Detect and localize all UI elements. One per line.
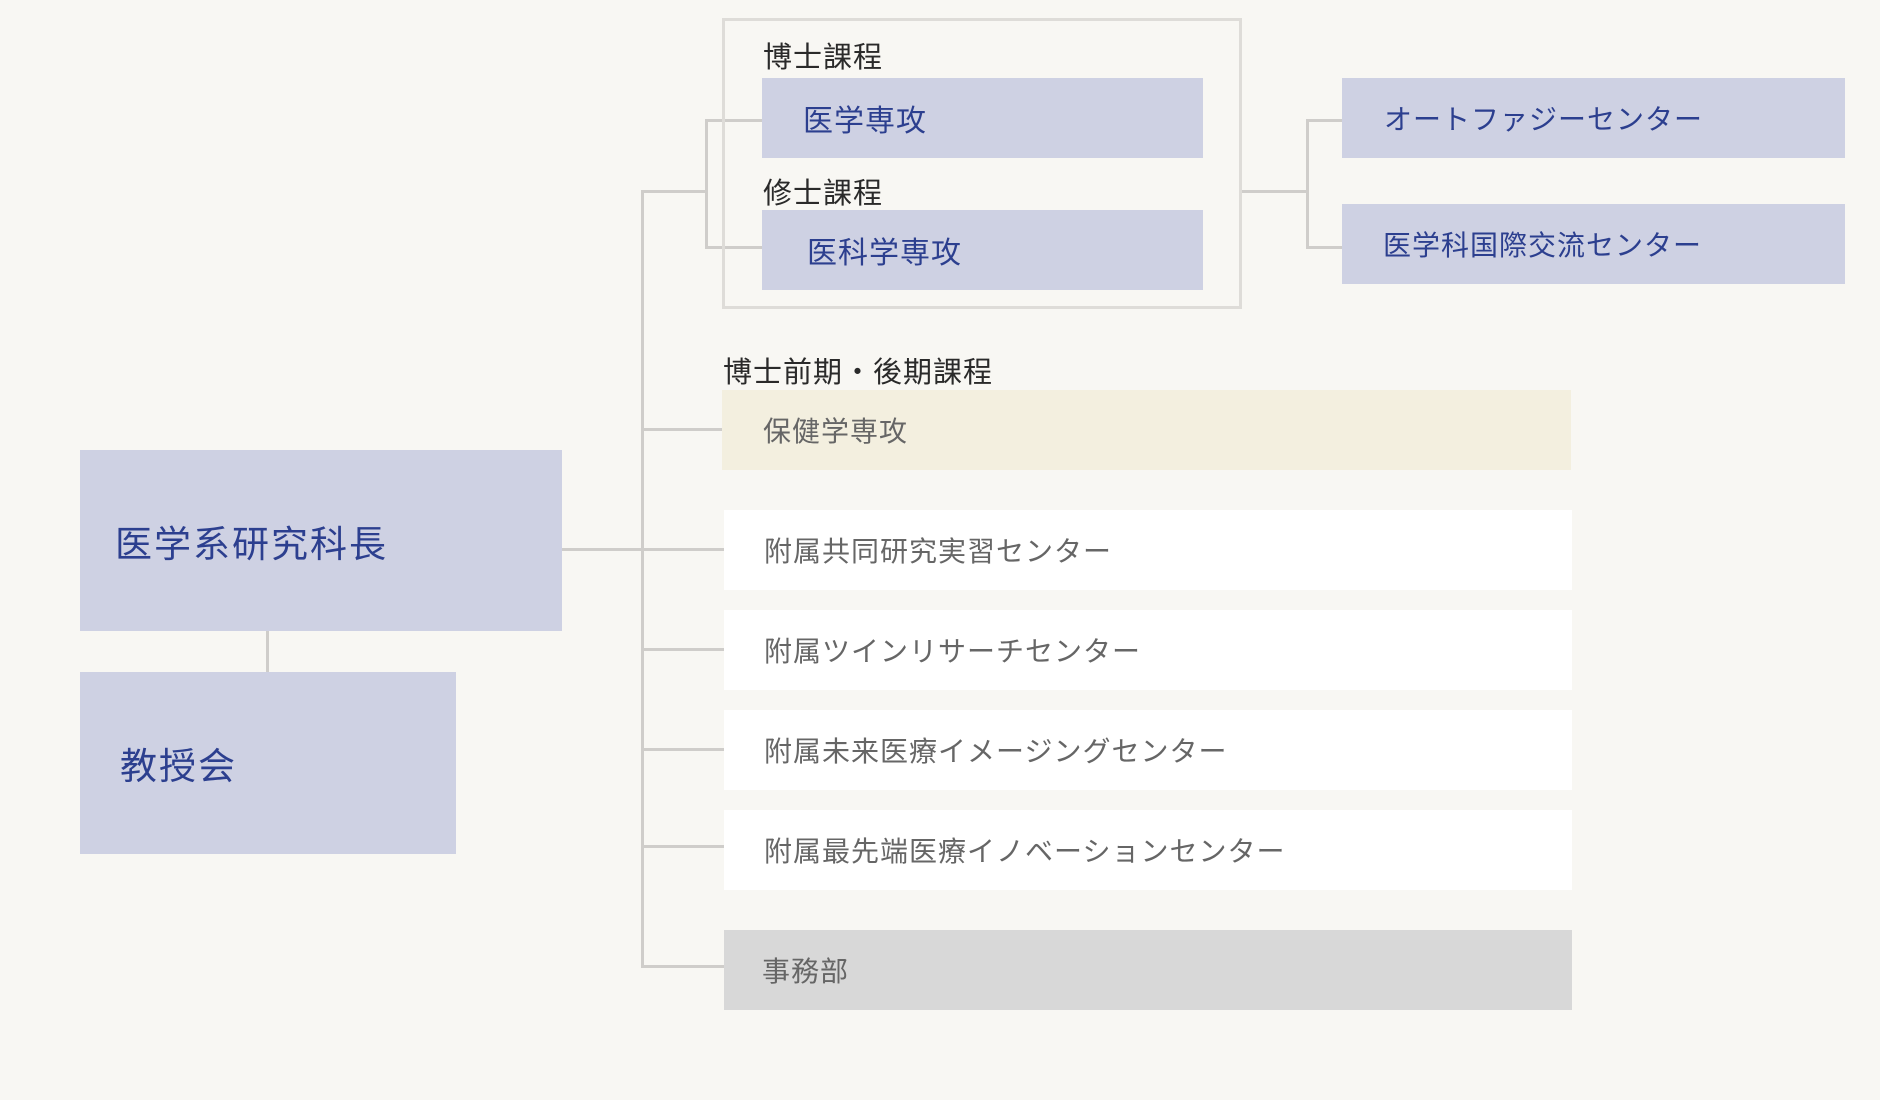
dean-box: 医学系研究科長 xyxy=(80,450,562,631)
health-major-label: 保健学専攻 xyxy=(763,415,909,448)
connector-branch-international xyxy=(1306,246,1342,249)
international-center-box: 医学科国際交流センター xyxy=(1342,204,1845,284)
connector-main-trunk xyxy=(641,190,644,968)
doctoral-major-label: 医学専攻 xyxy=(803,104,927,139)
doctoral-course-label: 博士課程 xyxy=(763,40,884,74)
affiliated-center-label: 附属最先端医療イノベーションセンター xyxy=(764,835,1286,868)
international-center-label: 医学科国際交流センター xyxy=(1383,229,1703,262)
connector-branch-affiliated-1 xyxy=(641,548,725,551)
connector-branch-health xyxy=(641,428,723,431)
affiliated-center-4: 附属最先端医療イノベーションセンター xyxy=(724,810,1572,890)
connector-graduate-to-centers xyxy=(1241,190,1309,193)
connector-branch-affiliated-2 xyxy=(641,648,725,651)
connector-branch-autophagy xyxy=(1306,119,1342,122)
connector-dean-to-trunk xyxy=(562,548,644,551)
connector-branch-graduate xyxy=(641,190,707,193)
connector-centers-trunk xyxy=(1306,119,1309,249)
affiliated-center-1: 附属共同研究実習センター xyxy=(724,510,1572,590)
autophagy-center-label: オートファジーセンター xyxy=(1384,103,1704,136)
connector-branch-admin xyxy=(641,965,725,968)
graduate-school-group xyxy=(722,18,1242,309)
connector-branch-doctoral xyxy=(705,119,763,122)
dean-label: 医学系研究科長 xyxy=(115,522,388,566)
master-major-box: 医科学専攻 xyxy=(762,210,1203,290)
autophagy-center-box: オートファジーセンター xyxy=(1342,78,1845,158)
affiliated-center-label: 附属共同研究実習センター xyxy=(764,535,1113,568)
affiliated-center-2: 附属ツインリサーチセンター xyxy=(724,610,1572,690)
affiliated-center-label: 附属未来医療イメージングセンター xyxy=(764,735,1228,768)
connector-branch-affiliated-3 xyxy=(641,748,725,751)
affiliated-center-3: 附属未来医療イメージングセンター xyxy=(724,710,1572,790)
connector-branch-master xyxy=(705,246,763,249)
faculty-council-box: 教授会 xyxy=(80,672,456,854)
admin-office-label: 事務部 xyxy=(762,955,850,988)
connector-branch-affiliated-4 xyxy=(641,845,725,848)
master-course-label: 修士課程 xyxy=(763,176,884,210)
affiliated-center-label: 附属ツインリサーチセンター xyxy=(764,635,1142,668)
faculty-council-label: 教授会 xyxy=(120,745,237,788)
connector-graduate-trunk xyxy=(705,119,708,249)
health-course-label: 博士前期・後期課程 xyxy=(723,355,994,389)
doctoral-major-box: 医学専攻 xyxy=(762,78,1203,158)
health-major-box: 保健学専攻 xyxy=(722,390,1571,470)
master-major-label: 医科学専攻 xyxy=(807,236,962,271)
admin-office-box: 事務部 xyxy=(724,930,1572,1010)
connector-dean-to-council xyxy=(266,631,269,673)
